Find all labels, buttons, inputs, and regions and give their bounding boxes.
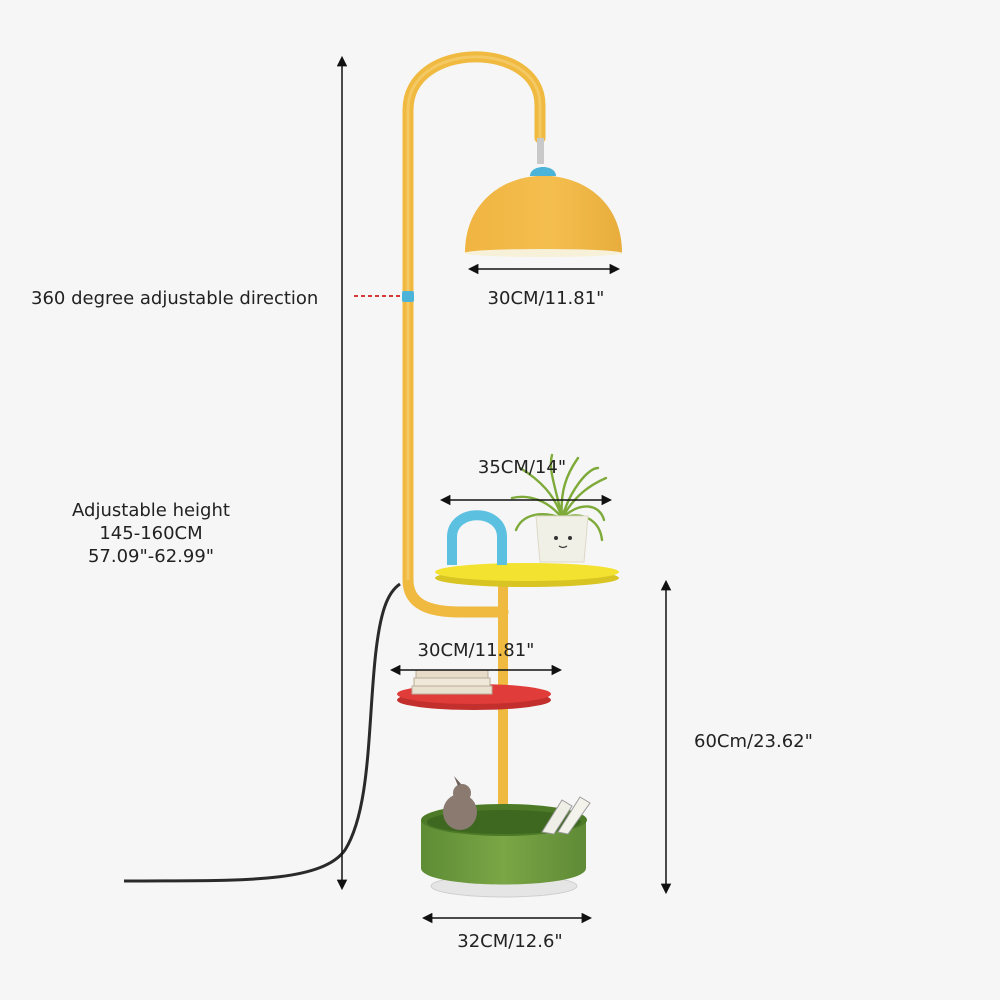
arch-handle-icon (447, 510, 507, 565)
books-icon (411, 669, 493, 695)
height-title: Adjustable height (72, 500, 230, 521)
height-in: 57.09"-62.99" (87, 546, 215, 567)
adjustable-height-label: Adjustable height 145-160CM 57.09"-62.99… (72, 499, 230, 568)
lamp-shade (464, 167, 622, 257)
plant-icon (510, 453, 608, 563)
middle-shelf-width-label: 30CM/11.81" (417, 640, 535, 661)
shade-width-label: 30CM/11.81" (487, 288, 605, 309)
top-shelf (435, 563, 619, 587)
height-cm: 145-160CM (99, 523, 203, 544)
lamp-pole (402, 51, 546, 618)
basket-books (541, 796, 591, 835)
top-shelf-width-label: 35CM/14" (477, 457, 567, 478)
rotation-label: 360 degree adjustable direction (31, 288, 319, 309)
rabbit-figurine-icon (443, 776, 477, 830)
power-cable (123, 582, 401, 883)
swivel-joint (402, 291, 414, 302)
base-width-label: 32CM/12.6" (457, 931, 563, 952)
shelves-height-label: 60Cm/23.62" (694, 731, 813, 752)
